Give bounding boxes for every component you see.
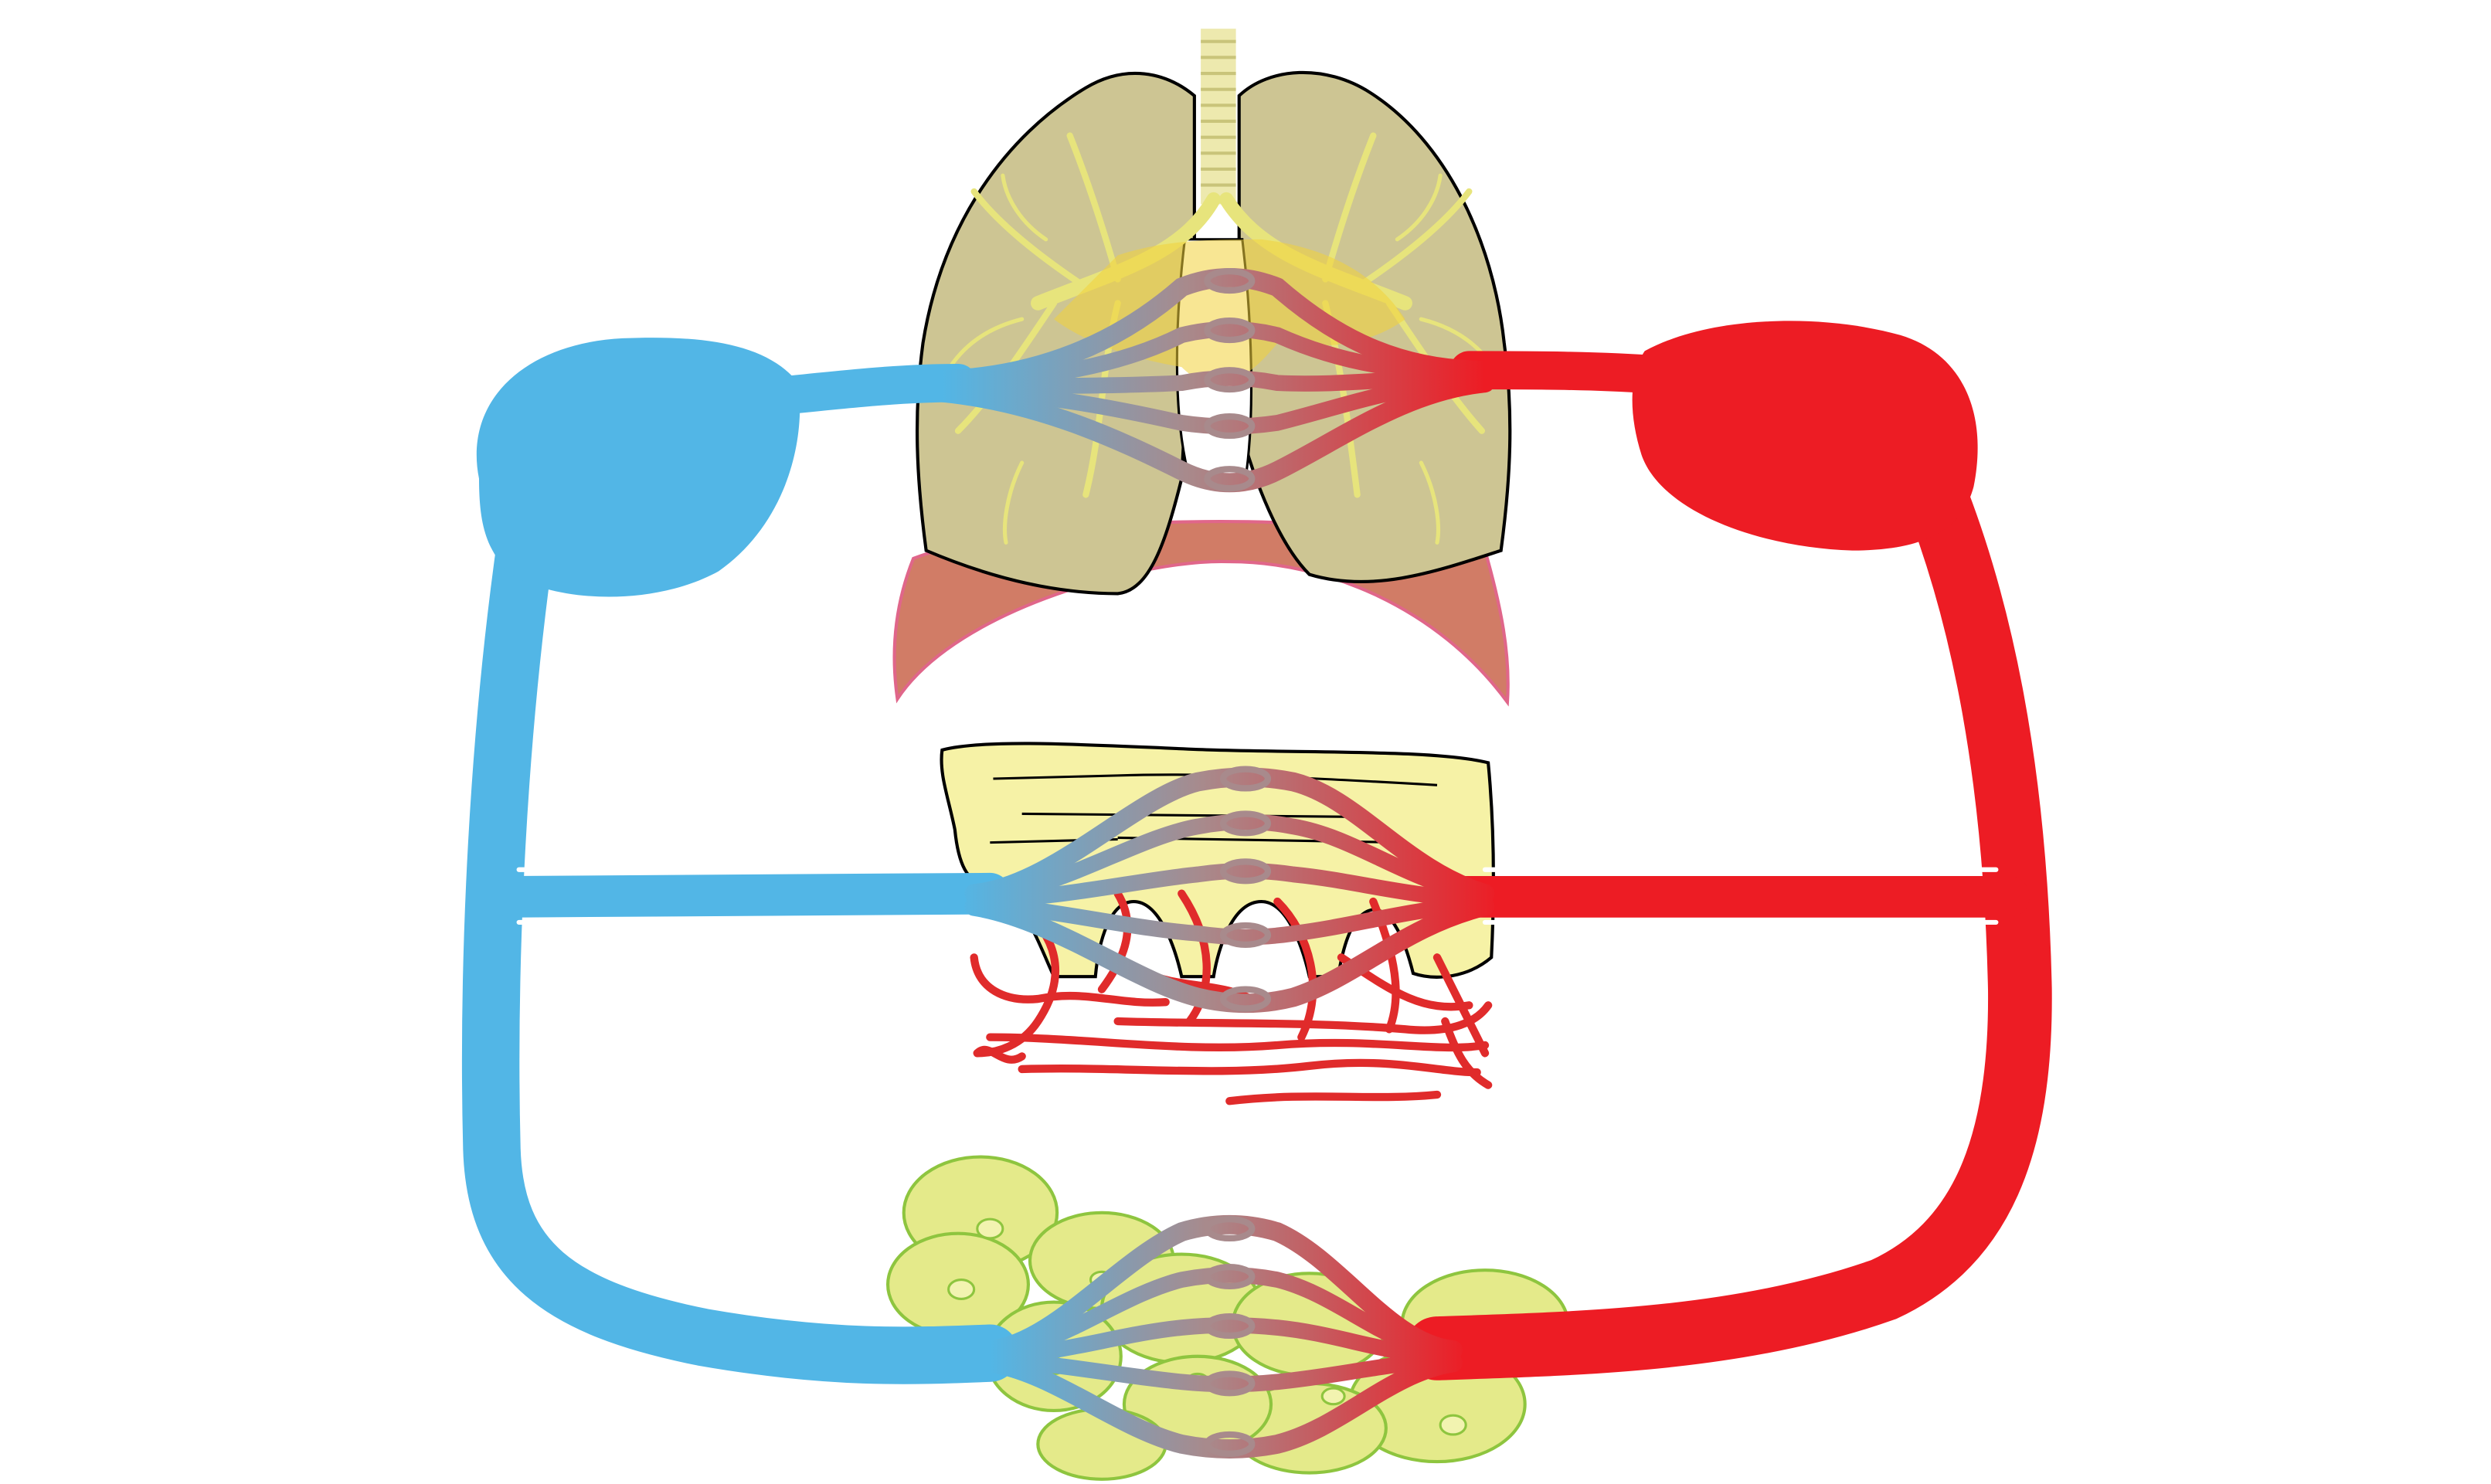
hepatic-portal-vein	[490, 872, 1011, 918]
right-heart-chamber	[476, 338, 800, 597]
villus-vessels	[970, 889, 1493, 1105]
left-heart-chamber	[1632, 321, 1978, 551]
vena-cava	[461, 505, 1019, 1384]
pulmonary-vein	[1449, 351, 1680, 395]
systemic-capillary-bed	[980, 1214, 1463, 1459]
aorta	[1405, 454, 2052, 1380]
main-vessels	[461, 351, 2052, 1384]
pulmonary-capillary-bed	[932, 268, 1495, 493]
trachea	[1201, 29, 1236, 205]
intestinal-capillary-bed	[964, 766, 1495, 1014]
